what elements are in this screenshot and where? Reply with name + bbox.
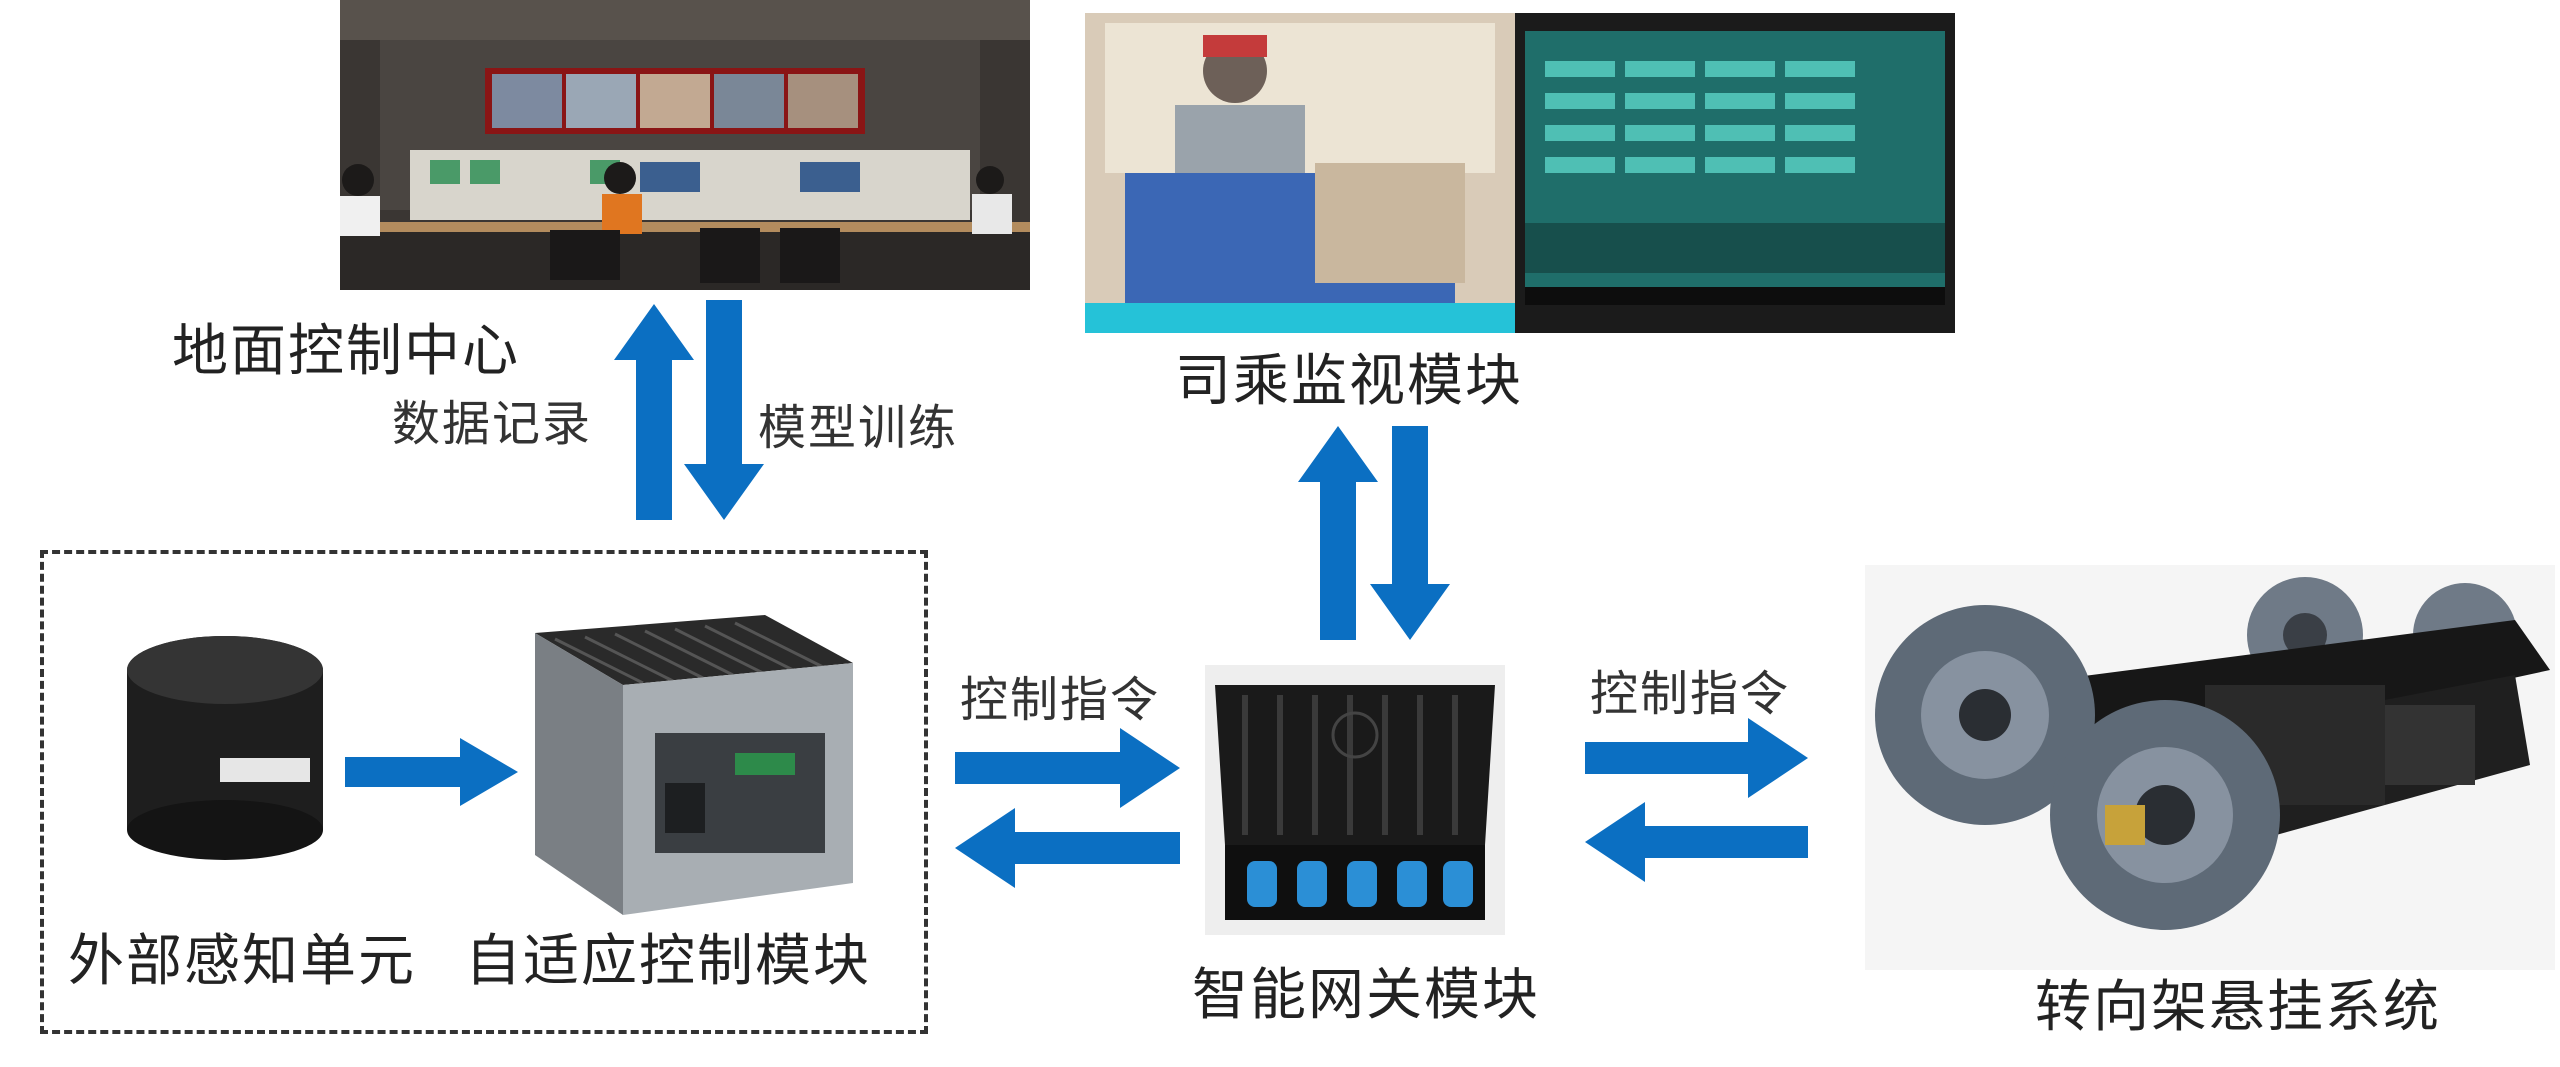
bogie-system-photo: [1865, 565, 2555, 970]
driver-monitor-photo: [1085, 13, 1955, 333]
bogie-system-label: 转向架悬挂系统: [2035, 975, 2441, 1040]
ground-control-center-photo: [340, 0, 1030, 290]
smart-gateway-label: 智能网关模块: [1192, 963, 1540, 1028]
control-command-right-label: 控制指令: [1590, 666, 1791, 722]
arrow-up-data-record: [614, 304, 694, 520]
external-sensor-photo: [120, 630, 330, 870]
arrow-down-model-training: [684, 300, 764, 520]
arrow-up-to-monitor: [1298, 426, 1378, 640]
smart-gateway-photo: [1205, 665, 1505, 935]
external-sensor-label: 外部感知单元: [68, 929, 416, 994]
arrow-down-from-monitor: [1370, 426, 1450, 640]
arrow-sensor-to-controller: [345, 738, 518, 806]
ground-control-center-label: 地面控制中心: [172, 319, 520, 384]
driver-monitor-label: 司乘监视模块: [1175, 349, 1523, 414]
arrow-gateway-to-bogie: [1585, 718, 1808, 798]
arrow-controller-to-gateway: [955, 728, 1180, 808]
adaptive-control-photo: [525, 603, 855, 923]
adaptive-control-label: 自适应控制模块: [465, 929, 871, 994]
vehicle-module-group-box: [40, 550, 928, 1034]
model-training-label: 模型训练: [758, 400, 959, 456]
arrow-bogie-to-gateway: [1585, 802, 1808, 882]
arrow-gateway-to-controller: [955, 808, 1180, 888]
data-record-label: 数据记录: [392, 396, 593, 452]
control-command-left-label: 控制指令: [960, 672, 1161, 728]
